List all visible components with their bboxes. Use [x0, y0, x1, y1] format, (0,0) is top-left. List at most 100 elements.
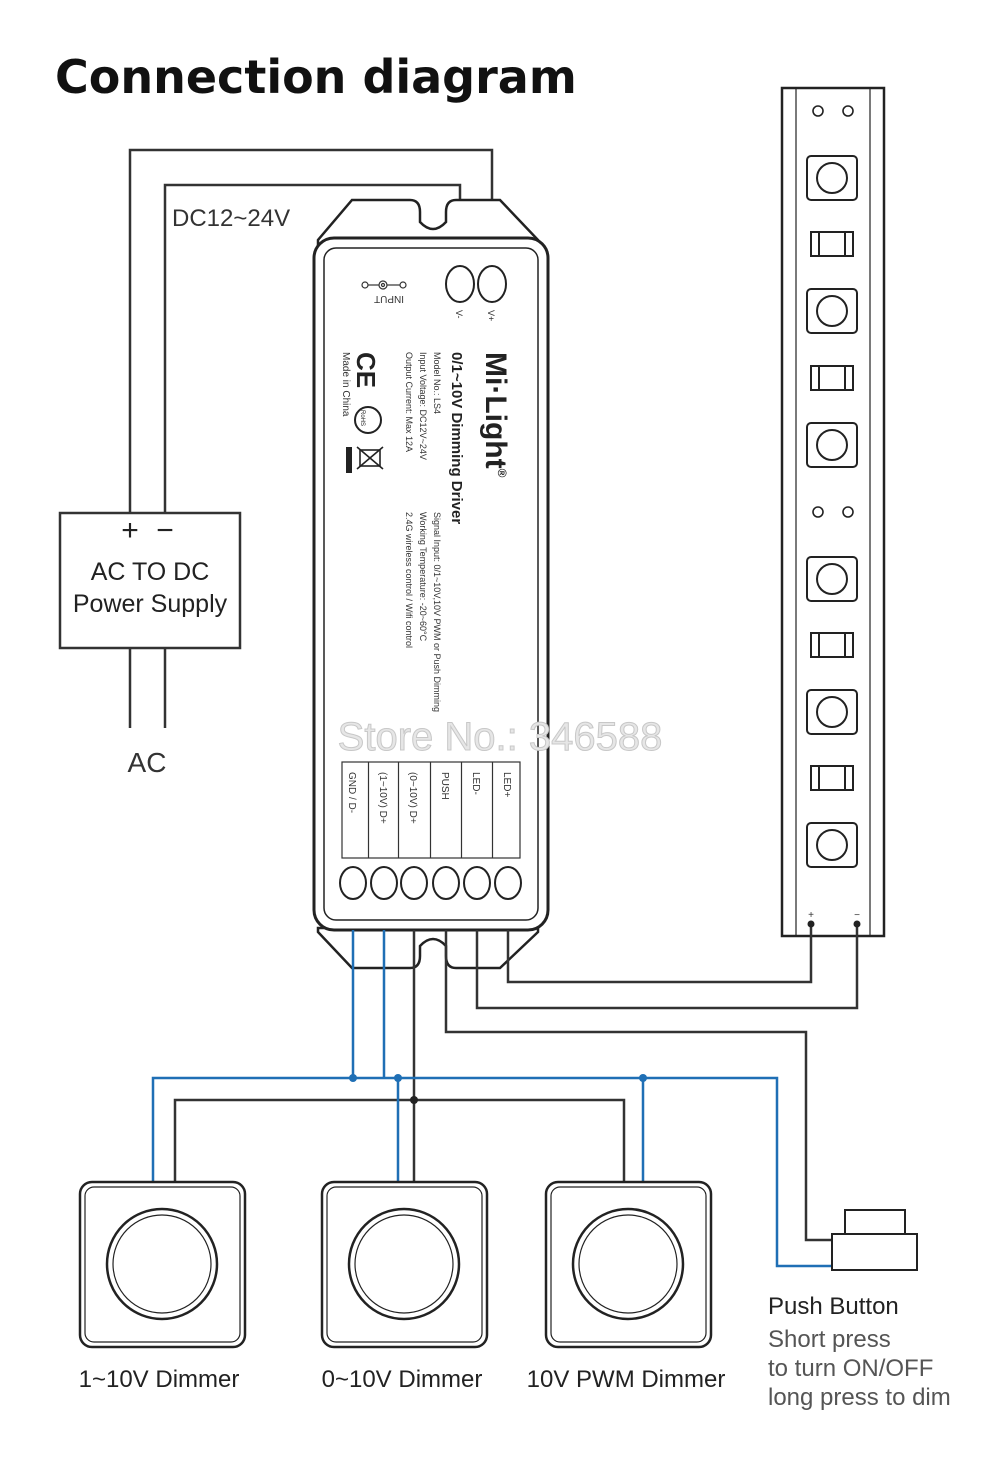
brand-registered: ® [495, 469, 509, 478]
terminal-label-1: LED+ [501, 772, 512, 797]
wire-led-plus [506, 924, 813, 984]
dimmer-3-knob-ring [578, 1214, 678, 1314]
strip-led-lens-3 [816, 429, 848, 461]
strip-pad-1-1 [812, 105, 824, 117]
strip-resistor-4 [810, 765, 854, 791]
terminal-label-dividers [367, 762, 494, 858]
rohs-icon [354, 406, 382, 434]
ce-mark-icon: CE [351, 352, 381, 388]
weee-bar-icon [346, 447, 352, 473]
strip-plus-label: + [808, 910, 814, 921]
strip-pad-2-2 [842, 506, 854, 518]
led-strip: + − [780, 86, 886, 938]
dimming-driver: V- V+ INPUT Mi·Light® 0/1~10V Dimming Dr… [312, 198, 550, 970]
power-supply: + − AC TO DC Power Supply [58, 511, 242, 650]
weee-bin-icon [356, 446, 384, 470]
strip-led-lens-6 [816, 829, 848, 861]
strip-resistor-1 [810, 231, 854, 257]
ps-label-line2: Power Supply [73, 590, 228, 618]
led-strip-outline [780, 86, 886, 938]
dimmer-label-1: 1~10V Dimmer [79, 1366, 240, 1393]
dimmer-2-knob-ring [354, 1214, 454, 1314]
rohs-label: RoHS [359, 410, 365, 426]
terminal-v-minus [445, 265, 475, 303]
output-terminal-6 [339, 866, 367, 900]
dimmer-3-inner [550, 1186, 707, 1343]
led-strip-components [806, 105, 858, 868]
dc-voltage-label: DC12~24V [172, 205, 290, 232]
wire-gnd-bus [151, 1076, 832, 1268]
push-button-base [831, 1233, 918, 1271]
push-button-cap [844, 1209, 906, 1236]
output-terminal-3 [432, 866, 460, 900]
terminal-label-4: (0~10V) D+ [407, 772, 418, 824]
terminal-label-2: LED- [470, 772, 481, 795]
strip-resistor-2 [810, 365, 854, 391]
dimmer-1-inner [84, 1186, 241, 1343]
strip-led-lens-2 [816, 295, 848, 327]
wire-positive [128, 148, 494, 515]
strip-minus-label: − [854, 910, 860, 921]
ps-minus: − [156, 514, 174, 547]
driver-top-cap [316, 198, 540, 246]
output-wires [173, 924, 859, 1242]
label-input: INPUT [374, 293, 404, 304]
driver-model: Model No.: LS4 [432, 352, 442, 414]
terminal-label-5: (1~10V) D+ [377, 772, 388, 824]
terminal-label-6: GND / D- [346, 772, 357, 813]
strip-resistor-3 [810, 632, 854, 658]
output-terminal-4 [400, 866, 428, 900]
dimmer-label-3: 10V PWM Dimmer [527, 1366, 726, 1393]
label-v-minus: V- [454, 310, 464, 319]
dimmer-1-knob [105, 1207, 219, 1321]
driver-brand: Mi·Light® [479, 352, 512, 478]
dimmers [78, 1180, 713, 1349]
push-button-line3: long press to dim [768, 1384, 951, 1411]
output-terminal-5 [370, 866, 398, 900]
push-button-line1: Short press [768, 1326, 891, 1353]
strip-pad-2-1 [812, 506, 824, 518]
driver-bottom-cap [316, 926, 540, 970]
terminal-label-3: PUSH [439, 772, 450, 800]
strip-led-lens-5 [816, 696, 848, 728]
brand-text: Mi·Light [479, 352, 512, 469]
input-polarity-icon [361, 280, 407, 290]
dimmer-1-knob-ring [112, 1214, 212, 1314]
driver-inner-frame [323, 247, 539, 921]
dimmer-2-inner [326, 1186, 483, 1343]
ps-label-line1: AC TO DC [91, 558, 210, 586]
power-supply-box [58, 511, 242, 650]
label-v-plus: V+ [486, 310, 496, 321]
driver-working-temp: Working Temperature: -20~60°C [418, 512, 428, 642]
wire-0-10v [173, 930, 416, 1182]
driver-product-name: 0/1~10V Dimming Driver [448, 352, 465, 524]
page-title: Connection diagram [55, 50, 577, 104]
ac-label: AC [128, 747, 167, 778]
driver-signal-input: Signal Input: 0/1~10V,10V PWM or Push Di… [432, 512, 442, 712]
push-button-line2: to turn ON/OFF [768, 1355, 933, 1382]
wire-push [444, 930, 832, 1242]
driver-made-in: Made in China [340, 352, 351, 417]
ps-plus: + [121, 514, 139, 547]
output-terminal-2 [463, 866, 491, 900]
output-terminals [339, 866, 522, 900]
wire-pwm-d [414, 1098, 626, 1182]
driver-wireless: 2.4G wireless control / Wifi control [404, 512, 414, 648]
strip-led-lens-4 [816, 563, 848, 595]
strip-led-lens-1 [816, 162, 848, 194]
strip-pad-1-2 [842, 105, 854, 117]
driver-output-current: Output Current: Max 12A [404, 352, 414, 452]
terminal-labels: LED+ LED- PUSH (0~10V) D+ (1~10V) D+ GND / D- [346, 772, 512, 824]
output-terminal-1 [494, 866, 522, 900]
dimmer-label-2: 0~10V Dimmer [322, 1366, 483, 1393]
signal-wires [151, 930, 832, 1268]
driver-input-voltage: Input Voltage: DC12V~24V [418, 352, 428, 460]
wire-led-minus [475, 924, 859, 1010]
push-button [831, 1209, 918, 1271]
terminal-v-plus [477, 265, 507, 303]
junction-dots [349, 920, 861, 1104]
dimmer-3-knob [571, 1207, 685, 1321]
watermark: Store No.: 346588 [338, 715, 663, 759]
